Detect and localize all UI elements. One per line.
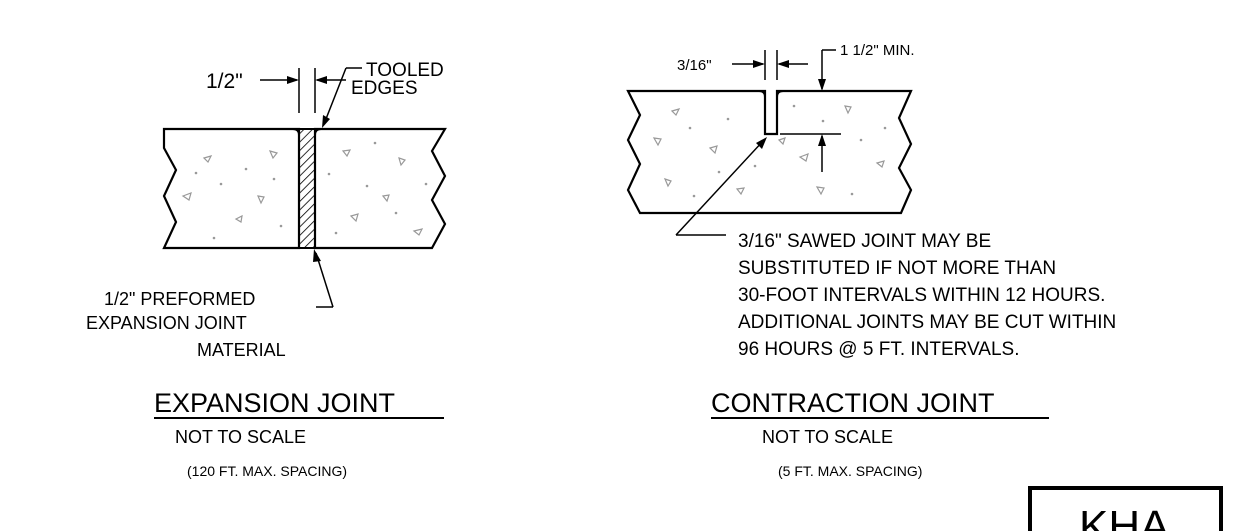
tooled-edges-label-line1: TOOLED	[366, 60, 444, 81]
kha-logo: KHA	[1028, 486, 1223, 531]
expansion-scale-note: NOT TO SCALE	[175, 427, 306, 447]
kha-logo-text: KHA	[1079, 502, 1170, 531]
contraction-width-dimension	[732, 50, 808, 80]
tooled-edges-label-line2: EDGES	[351, 78, 418, 99]
sawed-joint-leader	[675, 137, 767, 236]
contraction-depth-label: 1 1/2" MIN.	[840, 42, 915, 59]
expansion-width-label: 1/2"	[206, 70, 243, 93]
contraction-sawcut-edge-left	[758, 90, 766, 98]
tooled-edge-left	[292, 128, 300, 136]
preformed-material-leader	[313, 249, 334, 308]
expansion-joint-filler	[298, 128, 316, 249]
expansion-right-slab	[313, 127, 447, 250]
sawed-note-line-4: ADDITIONAL JOINTS MAY BE CUT WITHIN	[738, 312, 1116, 333]
tooled-edge-right	[314, 128, 322, 136]
sawed-note-line-1: 3/16" SAWED JOINT MAY BE	[738, 231, 991, 252]
preformed-label-line3: MATERIAL	[197, 340, 286, 360]
sawed-joint-note: 3/16" SAWED JOINT MAY BE SUBSTITUTED IF …	[738, 231, 1116, 360]
sawed-note-line-5: 96 HOURS @ 5 FT. INTERVALS.	[738, 339, 1020, 360]
contraction-spacing-note: (5 FT. MAX. SPACING)	[778, 463, 922, 479]
contraction-joint-detail: 3/16" 1 1/2" MIN. 3/16" SAWED JOINT MAY …	[626, 42, 1116, 479]
kha-logo-frame	[1028, 486, 1223, 531]
preformed-label-line1: 1/2" PREFORMED	[104, 289, 255, 309]
contraction-slab	[626, 89, 913, 215]
expansion-spacing-note: (120 FT. MAX. SPACING)	[187, 463, 347, 479]
contraction-depth-dimension	[780, 49, 841, 172]
contraction-width-label: 3/16"	[677, 57, 712, 74]
expansion-joint-detail: 1/2" TOOLED EDGES 1/2" PREFORMED EXPANSI…	[86, 60, 447, 479]
contraction-aggregate-marks	[652, 104, 887, 198]
expansion-joint-title: EXPANSION JOINT	[154, 388, 395, 418]
sawed-note-line-3: 30-FOOT INTERVALS WITHIN 12 HOURS.	[738, 285, 1105, 306]
tooled-edges-leader	[322, 67, 362, 128]
contraction-joint-title: CONTRACTION JOINT	[711, 388, 995, 418]
preformed-label-line2: EXPANSION JOINT	[86, 313, 247, 333]
contraction-scale-note: NOT TO SCALE	[762, 427, 893, 447]
sawed-note-line-2: SUBSTITUTED IF NOT MORE THAN	[738, 258, 1056, 279]
expansion-left-slab	[162, 127, 301, 250]
expansion-aggregate-marks	[181, 141, 428, 240]
expansion-width-dimension	[260, 68, 346, 113]
contraction-sawcut-edge-right	[776, 90, 784, 98]
